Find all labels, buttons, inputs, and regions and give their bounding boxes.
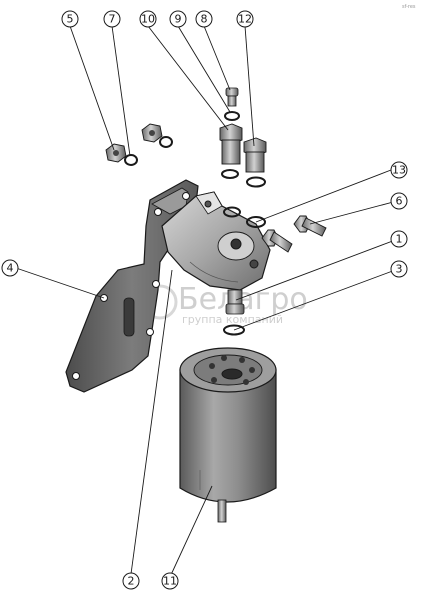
callout-1: 1: [390, 230, 408, 248]
callout-6: 6: [390, 192, 408, 210]
callout-10-label: 10: [141, 13, 155, 26]
callout-8: 8: [195, 10, 213, 28]
washer-12: [246, 176, 266, 188]
callout-4: 4: [1, 259, 19, 277]
washer-secondary: [159, 136, 173, 148]
callout-9-label: 9: [175, 13, 182, 26]
callout-2: 2: [122, 572, 140, 590]
callout-10: 10: [139, 10, 157, 28]
washer-13: [246, 216, 266, 228]
leader-lines: [15, 25, 399, 578]
callout-3-label: 3: [396, 263, 403, 276]
banjo-bolt-12: [243, 137, 267, 173]
watermark-tagline: группа компаний: [182, 313, 283, 326]
callout-2-label: 2: [128, 575, 135, 588]
callout-7: 7: [103, 10, 121, 28]
callout-5: 5: [61, 10, 79, 28]
callout-13: 13: [390, 161, 408, 179]
nut-5: [105, 143, 127, 163]
filter-cartridge: [179, 347, 277, 523]
callout-13-label: 13: [392, 164, 406, 177]
washer-7: [124, 154, 138, 166]
washer-9: [224, 111, 240, 121]
callout-7-label: 7: [109, 13, 116, 26]
corner-mark: sf-res: [402, 4, 416, 10]
callout-5-label: 5: [67, 13, 74, 26]
washer-housing-upper: [223, 206, 241, 218]
filter-nipple: [225, 289, 245, 315]
callout-6-label: 6: [396, 195, 403, 208]
callout-8-label: 8: [201, 13, 208, 26]
nut-secondary: [141, 123, 163, 143]
washer-10b: [221, 169, 239, 179]
callout-9: 9: [169, 10, 187, 28]
callout-12: 12: [236, 10, 254, 28]
bolt-6a: [293, 215, 327, 237]
o-ring-3: [223, 324, 245, 336]
fitting-bolt-10: [219, 123, 243, 165]
callout-11-label: 11: [163, 575, 177, 588]
bolt-6b: [261, 229, 293, 253]
callout-1-label: 1: [396, 233, 403, 246]
callout-11: 11: [161, 572, 179, 590]
bleed-screw-8: [225, 87, 239, 107]
callout-3: 3: [390, 260, 408, 278]
callout-4-label: 4: [7, 262, 14, 275]
callout-12-label: 12: [238, 13, 252, 26]
filter-head-housing: [161, 191, 271, 291]
